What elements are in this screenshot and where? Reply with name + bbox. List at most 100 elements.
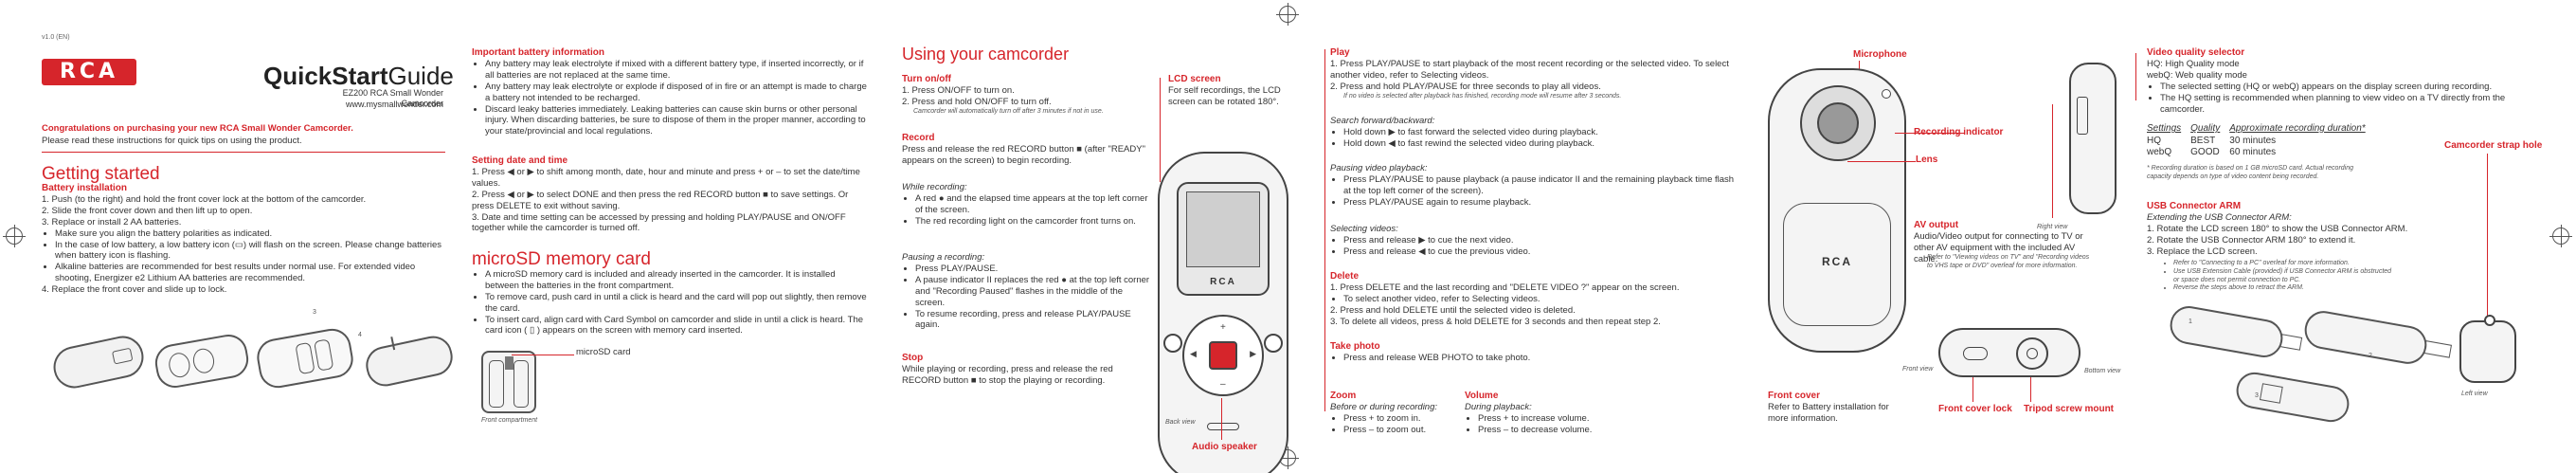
battery-bullet-1: Make sure you align the battery polariti… [55,228,449,240]
quality-hq-line: HQ: High Quality mode [2147,59,2240,69]
right-arrow-icon: ▶ [1250,349,1256,358]
battery-step-2: 2. Slide the front cover down and then l… [42,205,253,216]
lens [1817,102,1859,144]
front-compartment-caption: Front compartment [481,417,538,424]
strap-leader [2487,154,2488,320]
battery-info-title: Important battery information [472,47,605,58]
usb-step-2: 2. Rotate the USB Connector ARM 180° to … [2147,234,2356,246]
volume-list: Press + to increase volume. Press – to d… [1465,413,1654,436]
strap-hole-label: Camcorder strap hole [2444,140,2543,151]
usb-title: USB Connector ARM [2147,201,2242,211]
camcorder-front-view: RCA [1768,68,1906,353]
zoom-bullet-2: Press – to zoom out. [1343,425,1453,436]
minus-icon: – [1220,378,1226,390]
quality-webq-line: webQ: Web quality mode [2147,69,2247,81]
pause-playback-bullet-2: Press PLAY/PAUSE again to resume playbac… [1343,197,1738,209]
datetime-steps: 1. Press ◀ or ▶ to shift among month, da… [472,167,870,234]
delete-step-1: 1. Press DELETE and the last recording a… [1330,282,1680,293]
lens-ring [1800,85,1876,161]
selecting-list: Press and release ▶ to cue the next vide… [1330,235,1738,258]
zoom-sub: Before or during recording: [1330,402,1438,412]
pausing-title: Pausing a recording: [902,252,985,263]
tripod-mount [2016,337,2048,370]
zoom-title: Zoom [1330,391,1357,401]
microsd-bullet-2: To remove card, push card in until a cli… [485,292,870,315]
battery-step-3: 3. Replace or install 2 AA batteries. [42,216,182,227]
battery-installation-title: Battery installation [42,183,128,193]
datetime-step-1: 1. Press ◀ or ▶ to shift among month, da… [472,167,860,189]
play-step-1: 1. Press PLAY/PAUSE to start playback of… [1330,59,1729,81]
front-cover-lock[interactable] [1963,347,1988,360]
battery-figure-4 [362,332,457,391]
play-title: Play [1330,47,1350,58]
microphone-label: Microphone [1853,49,1907,60]
rca-logo: RCA [42,59,136,85]
photo-title: Take photo [1330,341,1380,352]
using-title: Using your camcorder [902,45,1070,64]
left-arrow-icon: ◀ [1190,349,1197,358]
recording-indicator-label: Recording indicator [1914,127,2004,137]
bottom-view-caption: Bottom view [2084,368,2121,374]
registration-mark-right [2549,225,2572,247]
selecting-bullet-2: Press and release ◀ to cue the previous … [1343,246,1738,258]
speaker-leader [1221,398,1222,440]
version-label: v1.0 (EN) [42,34,70,41]
battery-step-4: 4. Replace the front cover and slide up … [42,284,227,295]
battery-figure-3 [254,325,356,391]
usb-step-3: 3. Replace the LCD screen. [2147,246,2258,257]
page-title: QuickStartGuide [263,62,454,90]
quality-footnote: * Recording duration is based on 1 GB mi… [2147,165,2354,180]
search-title: Search forward/backward: [1330,116,1435,126]
play-note: If no video is selected after playback h… [1343,92,1622,100]
quality-header-settings: Settings [2147,123,2182,134]
play-pause-button[interactable] [1163,334,1182,353]
turn-steps: 1. Press ON/OFF to turn on. 2. Press and… [902,85,1158,117]
search-list: Hold down ▶ to fast forward the selected… [1330,127,1738,150]
lcd-leader [1160,78,1161,182]
back-view-caption: Back view [1165,419,1196,426]
record-button[interactable] [1209,341,1237,370]
pausing-bullet-3: To resume recording, press and release P… [915,309,1150,332]
while-bullet-1: A red ● and the elapsed time appears at … [915,193,1150,216]
quality-modes: HQ: High Quality mode webQ: Web quality … [2147,59,2247,82]
pause-playback-list: Press PLAY/PAUSE to pause playback (a pa… [1330,174,1738,209]
datetime-title: Setting date and time [472,155,568,166]
quality-leader [2135,53,2136,100]
website: www.mysmallwonder.com [345,100,443,109]
model-name: EZ200 RCA Small Wonder Camcorder [342,88,443,109]
pausing-list: Press PLAY/PAUSE. A pause indicator II r… [902,264,1150,331]
pausing-bullet-1: Press PLAY/PAUSE. [915,264,1150,275]
getting-started-title: Getting started [42,164,160,184]
front-cover-lock-label: Front cover lock [1938,404,2012,414]
battery-info-1: Any battery may leak electrolyte if mixe… [485,59,870,82]
quality-header-quality: Quality [2190,123,2221,134]
volume-bullet-2: Press – to decrease volume. [1478,425,1654,436]
delete-title: Delete [1330,271,1360,282]
pause-playback-bullet-1: Press PLAY/PAUSE to pause playback (a pa… [1343,174,1738,197]
usb-figure-number-1: 1 [2189,318,2192,325]
play-steps: 1. Press PLAY/PAUSE to start playback of… [1330,59,1738,100]
while-list: A red ● and the elapsed time appears at … [902,193,1150,227]
av-output-text: Audio/Video output for connecting to TV … [1914,231,2083,264]
record-text: Press and release the red RECORD button … [902,144,1145,166]
battery-step-1: 1. Push (to the right) and hold the fron… [42,194,367,205]
battery-info-list: Any battery may leak electrolyte if mixe… [472,59,870,137]
microsd-bullet-1: A microSD memory card is included and al… [485,269,870,292]
stop-text: While playing or recording, press and re… [902,364,1113,386]
usb-figure-3 [2233,369,2352,426]
camcorder-right-view [2069,63,2117,214]
search-bullet-2: Hold down ◀ to fast rewind the selected … [1343,138,1738,150]
registration-mark-left [3,225,26,247]
delete-button[interactable] [1264,334,1283,353]
camcorder-bottom-view [1938,328,2081,377]
usb-sub: Extending the USB Connector ARM: [2147,212,2292,223]
zoom-bullet-1: Press + to zoom in. [1343,413,1453,425]
battery-steps: 1. Push (to the right) and hold the fron… [42,194,449,296]
usb-note-2: Use USB Extension Cable (provided) if US… [2173,268,2397,285]
registration-mark-top [1276,3,1299,26]
microsd-card-label: microSD card [576,347,631,357]
pause-playback-title: Pausing video playback: [1330,163,1428,173]
microsd-list: A microSD memory card is included and al… [472,269,870,337]
usb-step-1: 1. Rotate the LCD screen 180° to show th… [2147,224,2408,234]
battery-info-2: Any battery may leak electrolyte or expl… [485,82,870,104]
